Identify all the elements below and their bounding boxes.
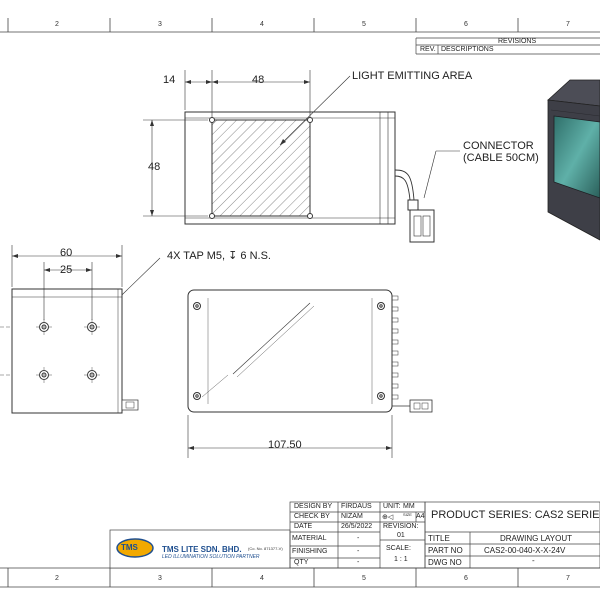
design-by-value: FIRDAUS — [341, 503, 372, 510]
finishing-value: - — [357, 548, 360, 555]
title-label: TITLE — [428, 534, 450, 543]
qty-value: - — [357, 559, 360, 566]
zone-label: 6 — [464, 575, 468, 582]
dimension-48-height: 48 — [148, 161, 161, 173]
part-no-value: CAS2-00-040-X-X-24V — [484, 546, 566, 555]
dimension-arrows-top — [150, 80, 310, 216]
zone-label: 3 — [158, 575, 162, 582]
zone-label: 7 — [566, 21, 570, 28]
dimension-14: 14 — [163, 74, 176, 86]
top-view-dimensions — [143, 70, 311, 217]
zone-label: 4 — [260, 21, 264, 28]
date-value: 26/5/2022 — [341, 523, 373, 530]
dimension-25: 25 — [60, 264, 73, 276]
date-label: DATE — [294, 523, 313, 530]
dimension-48-width: 48 — [252, 74, 265, 86]
company-tagline: LED ILLUMINATION SOLUTION PARTNER — [162, 554, 260, 560]
check-by-value: NIZAM — [341, 513, 363, 520]
tap-note: 4X TAP M5, ↧ 6 N.S. — [167, 250, 271, 262]
revisions-descriptions-header: DESCRIPTIONS — [441, 46, 494, 53]
revisions-title: REVISIONS — [498, 38, 537, 45]
unit-label: UNIT: — [383, 503, 401, 510]
connector-label: CONNECTOR — [463, 140, 534, 152]
dimension-arrows-side — [12, 254, 122, 272]
dimension-arrows-front — [188, 446, 392, 450]
size-label: SIZE — [403, 512, 412, 517]
top-view — [184, 111, 435, 243]
dimension-60: 60 — [60, 247, 73, 259]
revisions-rev-header: REV. — [420, 46, 436, 53]
company-name: TMS LITE SDN. BHD. — [162, 545, 242, 554]
revisions-table — [415, 37, 600, 55]
side-view-dimensions — [11, 245, 123, 320]
company-reg: (Co. No. 871377-V) — [248, 546, 283, 551]
material-value: - — [357, 535, 360, 542]
material-label: MATERIAL — [292, 535, 327, 542]
zone-label: 4 — [260, 575, 264, 582]
company-logo-text: TMS — [121, 543, 138, 552]
connector-cable-label: (CABLE 50CM) — [463, 152, 539, 164]
side-view-centerlines — [0, 319, 100, 383]
zone-label: 5 — [362, 21, 366, 28]
side-view — [11, 288, 139, 414]
unit-value: MM — [403, 503, 415, 510]
check-by-label: CHECK BY — [294, 513, 330, 520]
front-view-dimension — [187, 415, 393, 458]
tms-logo — [116, 538, 154, 558]
scale-value: 1 : 1 — [394, 556, 408, 563]
revision-label: REVISION: — [383, 523, 419, 530]
title-value: DRAWING LAYOUT — [500, 534, 573, 543]
zone-label: 3 — [158, 21, 162, 28]
dwg-no-value: - — [532, 556, 535, 565]
design-by-label: DESIGN BY — [294, 503, 333, 510]
finishing-label: FINISHING — [292, 548, 328, 555]
dimension-107-50: 107.50 — [268, 439, 302, 451]
size-value: A4 — [416, 513, 425, 520]
qty-label: QTY — [294, 559, 309, 566]
isometric-view — [547, 79, 600, 241]
product-series: PRODUCT SERIES: CAS2 SERIE — [431, 509, 600, 521]
scale-label: SCALE: — [386, 545, 411, 552]
light-emitting-area-label: LIGHT EMITTING AREA — [352, 70, 473, 82]
revision-value: 01 — [397, 532, 405, 539]
projection-symbol-icon: ⊕◁ — [382, 514, 394, 521]
zone-label: 2 — [55, 21, 59, 28]
zone-label: 5 — [362, 575, 366, 582]
dwg-no-label: DWG NO — [428, 558, 462, 567]
zone-label: 6 — [464, 21, 468, 28]
zone-label: 7 — [566, 575, 570, 582]
zone-label: 2 — [55, 575, 59, 582]
part-no-label: PART NO — [428, 546, 463, 555]
front-view — [187, 289, 433, 413]
